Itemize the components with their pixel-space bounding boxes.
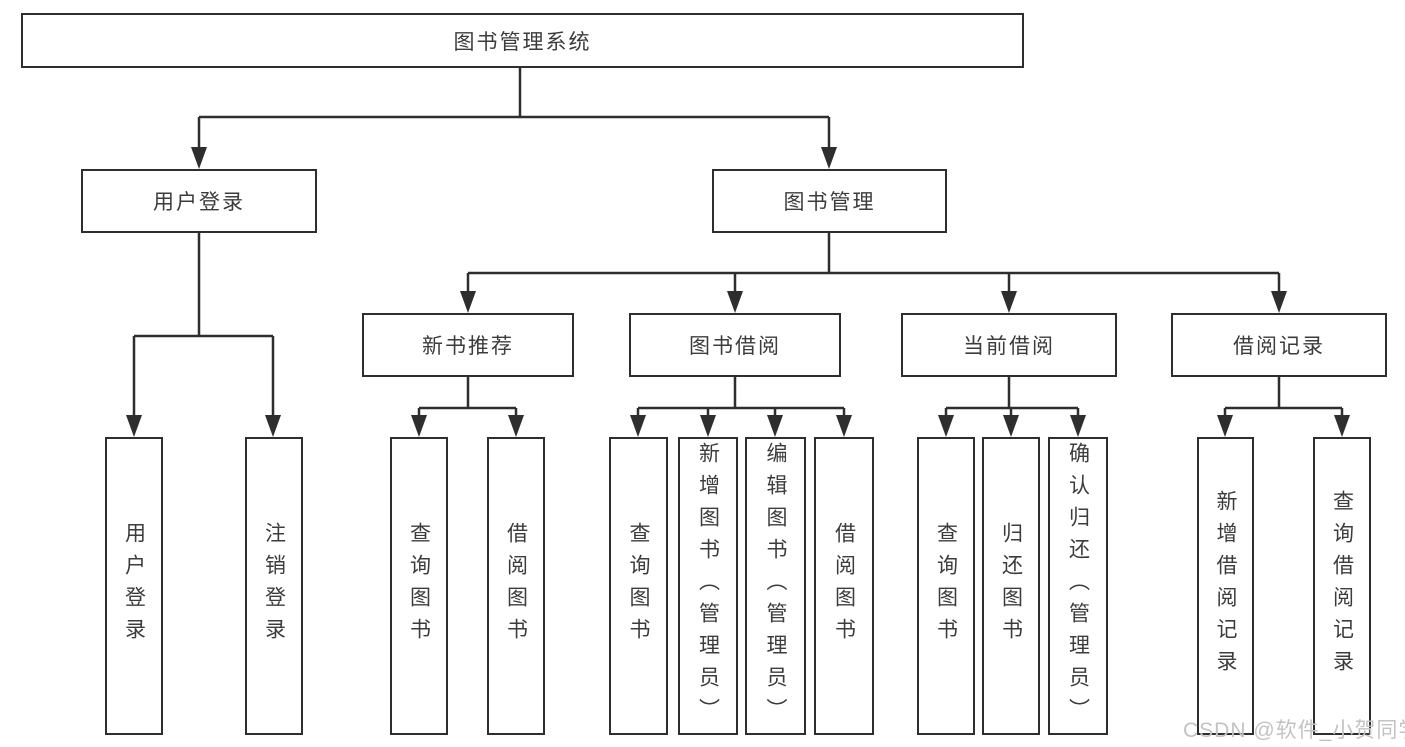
leaf-confirm-return-admin-label: 确认归还（管理员） (1066, 442, 1090, 730)
connector-login-to-leaves (132, 233, 275, 418)
node-user-login: 用户登录 (81, 169, 317, 233)
node-new-book-recommend: 新书推荐 (362, 313, 574, 377)
arrowheads (126, 147, 1350, 437)
leaf-add-books-admin-label: 新增图书（管理员） (696, 442, 720, 730)
leaf-edit-books-admin: 编辑图书（管理员） (745, 437, 806, 735)
leaf-borrow-books: 借阅图书 (814, 437, 874, 735)
connector-records-to-leaves (1223, 377, 1344, 418)
leaf-query-borrow-record-label: 查询借阅记录 (1330, 490, 1354, 682)
connector-newbook-to-leaves (417, 377, 518, 418)
node-current-borrow-label: 当前借阅 (963, 335, 1055, 358)
leaf-user-login-label: 用户登录 (122, 522, 146, 650)
leaf-newbook-query-books-label: 查询图书 (407, 522, 431, 650)
node-new-book-recommend-label: 新书推荐 (422, 335, 514, 358)
leaf-current-query-books: 查询图书 (917, 437, 975, 735)
connector-root-to-level2 (197, 68, 831, 150)
leaf-add-borrow-record: 新增借阅记录 (1197, 437, 1254, 735)
leaf-add-borrow-record-label: 新增借阅记录 (1214, 490, 1237, 682)
leaf-add-books-admin: 新增图书（管理员） (678, 437, 738, 735)
leaf-newbook-borrow-books-label: 借阅图书 (504, 522, 528, 650)
connector-mgmt-to-level3 (466, 233, 1281, 294)
leaf-logout: 注销登录 (245, 437, 303, 735)
leaf-edit-books-admin-label: 编辑图书（管理员） (764, 442, 787, 730)
leaf-query-borrow-record: 查询借阅记录 (1313, 437, 1371, 735)
leaf-return-books-label: 归还图书 (999, 522, 1023, 650)
node-user-login-label: 用户登录 (153, 191, 245, 214)
node-root-label: 图书管理系统 (453, 30, 592, 54)
node-book-borrow: 图书借阅 (629, 313, 841, 377)
leaf-confirm-return-admin: 确认归还（管理员） (1048, 437, 1108, 735)
node-borrow-records: 借阅记录 (1171, 313, 1387, 377)
connector-current-to-leaves (944, 377, 1080, 418)
leaf-borrow-query-books-label: 查询图书 (627, 522, 650, 650)
node-book-borrow-label: 图书借阅 (689, 335, 781, 358)
node-book-management: 图书管理 (712, 169, 947, 233)
leaf-user-login: 用户登录 (105, 437, 163, 735)
leaf-borrow-books-label: 借阅图书 (832, 522, 856, 650)
connector-borrow-to-leaves (636, 377, 846, 418)
node-borrow-records-label: 借阅记录 (1233, 335, 1325, 358)
leaf-logout-label: 注销登录 (262, 522, 286, 650)
node-root-system: 图书管理系统 (21, 13, 1024, 68)
leaf-newbook-query-books: 查询图书 (390, 437, 448, 735)
node-book-management-label: 图书管理 (783, 191, 876, 214)
csdn-watermark: CSDN @软件_小贺同学 (1183, 719, 1405, 742)
leaf-borrow-query-books: 查询图书 (609, 437, 668, 735)
leaf-newbook-borrow-books: 借阅图书 (487, 437, 545, 735)
node-current-borrow: 当前借阅 (901, 313, 1117, 377)
leaf-current-query-books-label: 查询图书 (934, 522, 958, 650)
leaf-return-books: 归还图书 (982, 437, 1040, 735)
